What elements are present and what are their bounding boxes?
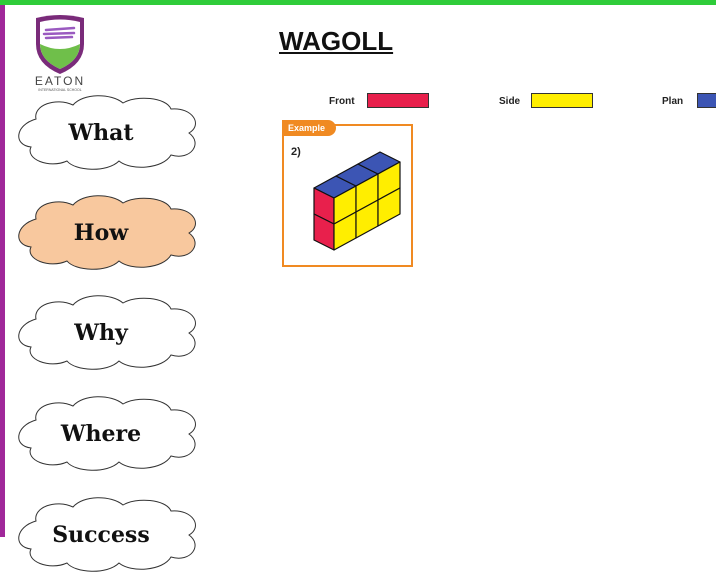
cloud-how: How	[11, 193, 201, 273]
cloud-success: Success	[11, 495, 201, 575]
left-accent-bar	[0, 5, 5, 537]
page-title: WAGOLL	[279, 26, 394, 56]
cloud-label: How	[73, 220, 129, 246]
school-name: EATON	[34, 74, 86, 88]
legend-plan-label: Plan	[662, 96, 684, 107]
question-number: 2)	[291, 146, 301, 158]
legend-side-label: Side	[499, 96, 521, 107]
cloud-why: Why	[11, 293, 201, 373]
cuboid-illustration	[310, 148, 405, 258]
plan-swatch	[697, 93, 716, 108]
cloud-what: What	[11, 93, 201, 173]
school-subtitle: INTERNATIONAL SCHOOL	[38, 88, 82, 92]
cloud-label: Success	[52, 522, 150, 548]
top-accent-bar	[0, 0, 716, 5]
front-swatch	[367, 93, 429, 108]
example-tab: Example	[282, 120, 336, 136]
cloud-label: Why	[74, 320, 128, 346]
cloud-where: Where	[11, 394, 201, 474]
legend-front-label: Front	[329, 96, 355, 107]
cloud-label: What	[68, 120, 134, 146]
cloud-label: Where	[60, 421, 142, 447]
school-logo	[30, 14, 90, 94]
side-swatch	[531, 93, 593, 108]
